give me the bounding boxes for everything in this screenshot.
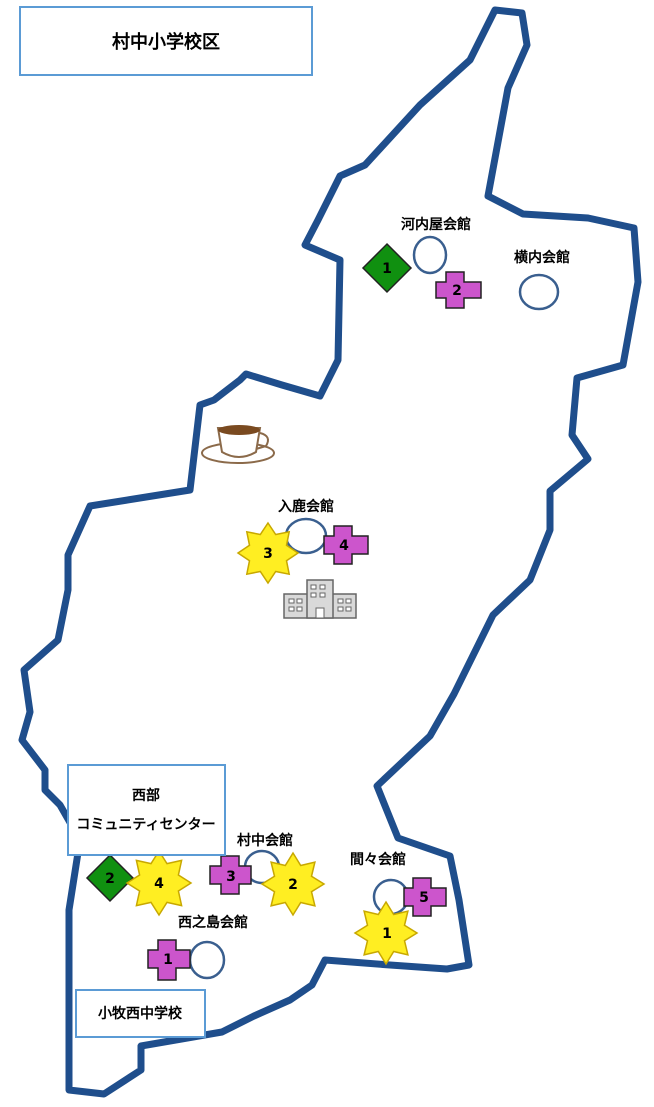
svg-text:1: 1 xyxy=(163,952,173,968)
hall-circle-icon xyxy=(412,235,448,275)
star-marker: 2 xyxy=(260,851,326,917)
star-marker: 4 xyxy=(125,849,193,917)
star-marker: 1 xyxy=(353,900,419,966)
svg-text:2: 2 xyxy=(288,877,298,893)
hall-label-kouchiya: 河内屋会館 xyxy=(401,216,471,233)
hall-label-muranaka: 村中会館 xyxy=(237,832,293,849)
diamond-marker: 1 xyxy=(361,242,413,294)
svg-text:5: 5 xyxy=(419,890,429,906)
hall-label-mama: 間々会館 xyxy=(350,851,406,868)
page-title: 村中小学校区 xyxy=(112,31,220,53)
svg-text:4: 4 xyxy=(339,538,349,554)
hall-circle-icon xyxy=(284,517,328,555)
district-boundary xyxy=(18,6,642,1098)
school-building-icon xyxy=(283,579,357,619)
cross-marker: 4 xyxy=(323,525,369,565)
cross-marker: 3 xyxy=(209,855,252,895)
school-box xyxy=(75,989,206,1038)
star-marker: 3 xyxy=(236,521,300,585)
svg-text:1: 1 xyxy=(382,261,392,277)
svg-text:3: 3 xyxy=(263,546,273,562)
community-center-label-line1: 西部 xyxy=(132,787,160,804)
hall-circle-icon xyxy=(188,940,226,980)
svg-text:2: 2 xyxy=(105,871,115,887)
title-box xyxy=(19,6,313,76)
svg-text:3: 3 xyxy=(226,869,236,885)
hall-label-iruka: 入鹿会館 xyxy=(278,498,334,515)
cross-marker: 2 xyxy=(435,271,482,309)
svg-text:4: 4 xyxy=(154,876,164,892)
cross-marker: 1 xyxy=(147,939,191,981)
svg-text:1: 1 xyxy=(382,926,392,942)
hall-label-yokouchi: 横内会館 xyxy=(514,249,570,266)
diamond-marker: 2 xyxy=(85,853,135,903)
coffee-cup-icon xyxy=(201,425,275,464)
cross-marker: 5 xyxy=(403,877,447,917)
hall-circle-icon xyxy=(518,273,560,311)
community-center-box xyxy=(67,764,226,856)
hall-label-nishinoshima: 西之島会館 xyxy=(178,914,248,931)
school-label: 小牧西中学校 xyxy=(98,1005,183,1022)
svg-text:2: 2 xyxy=(452,283,462,299)
community-center-label-line2: コミュニティセンター xyxy=(76,817,215,833)
